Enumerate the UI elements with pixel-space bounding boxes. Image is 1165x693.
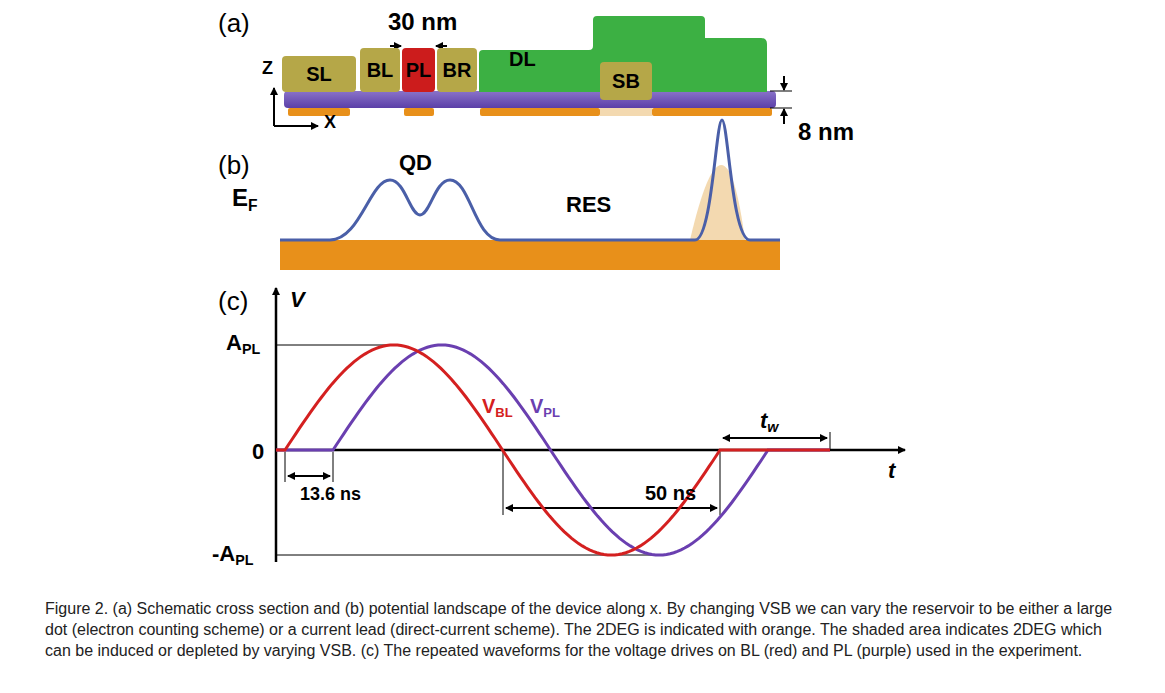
figure-label: -APL	[212, 541, 254, 568]
voltage-waveform	[276, 345, 830, 555]
gate-label: SL	[306, 63, 332, 86]
figure-label: Z	[262, 58, 273, 79]
gate-electrode: SL	[282, 56, 356, 92]
figure-label: 0	[252, 439, 264, 465]
x-axis	[274, 125, 318, 127]
period-arrow	[506, 507, 717, 509]
z-axis	[273, 88, 275, 126]
barrier-gate: SB	[600, 62, 652, 100]
dimension-arrow	[783, 109, 785, 124]
figure-label: (b)	[218, 150, 250, 181]
plunger-gate: PL	[402, 48, 435, 92]
figure-label: QD	[399, 150, 432, 176]
figure-label: RES	[566, 192, 611, 218]
wait-arrow	[723, 437, 827, 439]
figure-label: t	[888, 458, 895, 484]
delay-arrow	[288, 475, 330, 477]
guide-line	[285, 452, 286, 482]
gate-electrode: BR	[437, 48, 477, 92]
figure-label: 30 nm	[388, 8, 457, 36]
guide-line	[276, 345, 395, 346]
figure-label: V	[290, 287, 305, 313]
voltage-waveform	[276, 345, 830, 555]
drain-lead-gate: DL SB	[479, 16, 767, 92]
figure-label: (a)	[218, 8, 250, 39]
fermi-sea	[280, 240, 780, 270]
guide-line	[333, 452, 334, 482]
2deg-strip	[404, 108, 434, 116]
guide-line	[720, 452, 721, 515]
figure-label: VBL	[482, 395, 513, 420]
figure-label: 13.6 ns	[300, 484, 361, 505]
dimension-arrow	[436, 45, 447, 47]
dimension-tick	[770, 91, 792, 92]
guide-line	[503, 452, 504, 515]
gate-label: BL	[367, 59, 394, 82]
gate-label: SB	[612, 70, 640, 93]
shaded-barrier	[690, 165, 745, 240]
figure-label: tw	[760, 408, 778, 435]
guide-line	[830, 432, 831, 450]
dimension-arrow	[783, 76, 785, 90]
2deg-shaded	[600, 108, 652, 116]
oxide-layer	[284, 91, 776, 108]
2deg-strip	[652, 108, 772, 116]
gate-label: PL	[406, 59, 432, 82]
figure-caption: Figure 2. (a) Schematic cross section an…	[45, 598, 1125, 661]
2deg-strip	[288, 108, 350, 116]
figure-label: 8 nm	[798, 118, 854, 146]
figure-label: VPL	[530, 395, 560, 420]
figure-label: X	[324, 112, 336, 133]
2deg-strip	[480, 108, 600, 116]
dimension-tick	[770, 108, 792, 109]
figure-label: 50 ns	[645, 482, 696, 505]
gate-label: BR	[443, 59, 472, 82]
potential-curve	[280, 120, 780, 240]
gate-electrode: BL	[360, 48, 400, 92]
figure-label: APL	[226, 330, 260, 357]
figure-label: EF	[232, 184, 258, 215]
figure-label: (c)	[218, 286, 248, 317]
gate-label: DL	[509, 48, 536, 71]
dimension-arrow	[390, 45, 401, 47]
v-axis	[275, 288, 278, 562]
